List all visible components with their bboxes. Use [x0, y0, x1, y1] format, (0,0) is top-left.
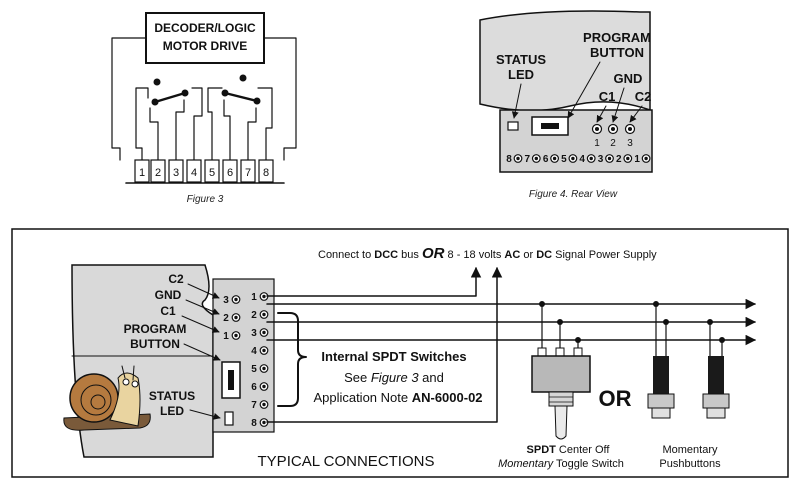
switch-note-line1: Internal SPDT Switches [321, 349, 466, 364]
tc-status-label-line1: STATUS [149, 389, 195, 403]
figure4-terminal-row: 8 7 6 5 4 3 2 1 [506, 154, 651, 165]
rear-terminal-number: 2 [616, 154, 622, 165]
figure4-caption: Figure 4. Rear View [529, 189, 618, 200]
figure3-terminal [204, 159, 220, 183]
pushbutton-caption-line1: Momentary [662, 444, 718, 456]
figure3-terminal [134, 159, 150, 183]
status-led-icon [507, 121, 519, 131]
figure3-terminal-label: 6 [227, 167, 233, 179]
spdt-toggle-switch-icon [531, 301, 591, 440]
figure3-terminal [168, 159, 184, 183]
toggle-caption-line2: Momentary Toggle Switch [498, 458, 624, 470]
switch-note-line2: See Figure 3 and [344, 370, 444, 385]
tc-gnd-label: GND [155, 288, 182, 302]
rear-terminal-number: 5 [561, 154, 567, 165]
tc-status-label-line2: LED [160, 404, 184, 418]
tc-right-pin-number: 6 [251, 382, 257, 393]
figure3-terminal-label: 8 [263, 167, 269, 179]
decoder-title-line1: DECODER/LOGIC [154, 21, 256, 35]
rear-terminal-number: 1 [634, 154, 640, 165]
rear-pin-number: 2 [610, 138, 616, 149]
toggle-caption-line1: SPDT Center Off [527, 444, 611, 456]
rear-pin-number: 1 [594, 138, 600, 149]
tc-right-pin-number: 1 [251, 292, 257, 303]
pushbutton-right-icon [702, 319, 730, 419]
power-connect-note: Connect to DCC bus OR 8 - 18 volts AC or… [318, 245, 657, 262]
tc-left-pin-number: 1 [223, 331, 229, 342]
figure3-terminal [240, 159, 256, 183]
decoder-title-line2: MOTOR DRIVE [163, 39, 247, 53]
pushbutton-caption-line2: Pushbuttons [659, 458, 721, 470]
status-label-line2: LED [508, 67, 534, 82]
figure3-terminal-label: 3 [173, 167, 179, 179]
c2-label: C2 [635, 89, 652, 104]
figure3-terminal [222, 159, 238, 183]
rear-terminal-number: 3 [598, 154, 604, 165]
tc-left-pins: 3 2 1 [223, 295, 241, 342]
typical-frame [11, 228, 789, 478]
tc-left-pin-number: 3 [223, 295, 229, 306]
figure3-terminal [186, 159, 202, 183]
rear-pin-number: 3 [627, 138, 633, 149]
figure3-caption: Figure 3 [187, 194, 224, 205]
terminal-block [212, 278, 275, 433]
tc-right-pin-number: 4 [251, 346, 257, 357]
tc-right-pin-number: 7 [251, 400, 257, 411]
tc-right-pin-number: 3 [251, 328, 257, 339]
gnd-label: GND [614, 71, 643, 86]
typical-connections-title: TYPICAL CONNECTIONS [258, 453, 435, 470]
tc-right-pin-number: 5 [251, 364, 257, 375]
pushbutton-left-icon [647, 301, 675, 419]
big-or-label: OR [599, 386, 632, 411]
snail-mascot-icon [63, 365, 151, 431]
tc-right-pin-number: 8 [251, 418, 257, 429]
figure3-terminal-label: 7 [245, 167, 251, 179]
program-label-line1: PROGRAM [583, 30, 651, 45]
tc-c1-label: C1 [160, 304, 176, 318]
figure3-terminal-label: 1 [139, 167, 145, 179]
tc-right-pins: 1 2 3 4 5 6 7 8 [251, 292, 269, 429]
program-label-line2: BUTTON [590, 45, 644, 60]
figure3-terminal-label: 4 [191, 167, 197, 179]
status-label-line1: STATUS [496, 52, 546, 67]
figure3-terminal-label: 5 [209, 167, 215, 179]
switch-note-line3: Application Note AN-6000-02 [313, 390, 482, 405]
rear-terminal-number: 4 [579, 154, 585, 165]
tc-right-pin-number: 2 [251, 310, 257, 321]
figure3-terminal-label: 2 [155, 167, 161, 179]
c1-label: C1 [599, 89, 616, 104]
tc-program-label-line2: BUTTON [130, 337, 180, 351]
rear-terminal-number: 7 [525, 154, 531, 165]
tc-program-label-line1: PROGRAM [124, 322, 187, 336]
typical-connections: C2 GND C1 PROGRAM BUTTON STATUS LED 321 … [11, 228, 789, 478]
tc-status-led-icon [224, 411, 234, 426]
tc-left-pin-number: 2 [223, 313, 229, 324]
figure3-terminal [258, 159, 274, 183]
rear-terminal-number: 6 [543, 154, 549, 165]
rear-terminal-number: 8 [506, 154, 512, 165]
tc-c2-label: C2 [168, 272, 184, 286]
figure3-terminal [150, 159, 166, 183]
